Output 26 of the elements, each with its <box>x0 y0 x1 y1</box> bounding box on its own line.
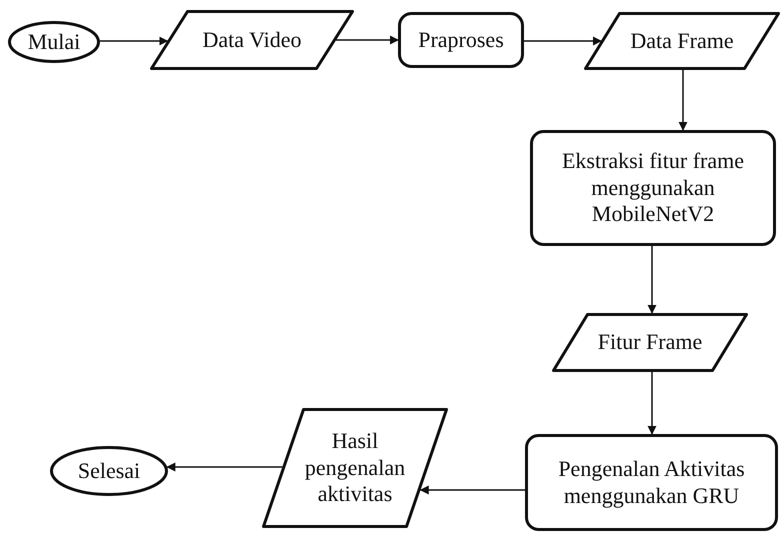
node-label: Hasil pengenalan aktivitas <box>304 428 406 508</box>
arrow <box>648 246 656 314</box>
arrow <box>166 462 282 472</box>
process-box <box>398 12 524 68</box>
node-label: Data Video <box>202 26 302 54</box>
node-label: Selesai <box>78 458 140 484</box>
arrow <box>524 36 602 46</box>
terminal-ellipse <box>50 446 168 496</box>
data-parallelogram <box>584 12 780 70</box>
node-label: Ekstraksi fitur frame menggunakan MobileNetV2 <box>560 148 746 228</box>
arrow <box>100 36 168 46</box>
data-parallelogram <box>262 408 448 528</box>
process-box <box>530 130 776 246</box>
arrow <box>336 36 399 44</box>
data-parallelogram <box>552 313 748 372</box>
arrow <box>420 486 525 494</box>
terminal-ellipse <box>8 21 100 63</box>
node-label: Fitur Frame <box>598 329 702 356</box>
node-label: Data Frame <box>630 28 734 54</box>
process-box <box>525 434 778 531</box>
node-label: Praproses <box>418 26 504 54</box>
node-label: Pengenalan Aktivitas menggunakan GRU <box>557 456 746 509</box>
data-parallelogram <box>150 10 354 70</box>
arrow <box>648 372 656 435</box>
arrow <box>678 70 688 131</box>
node-label: Mulai <box>28 28 80 56</box>
